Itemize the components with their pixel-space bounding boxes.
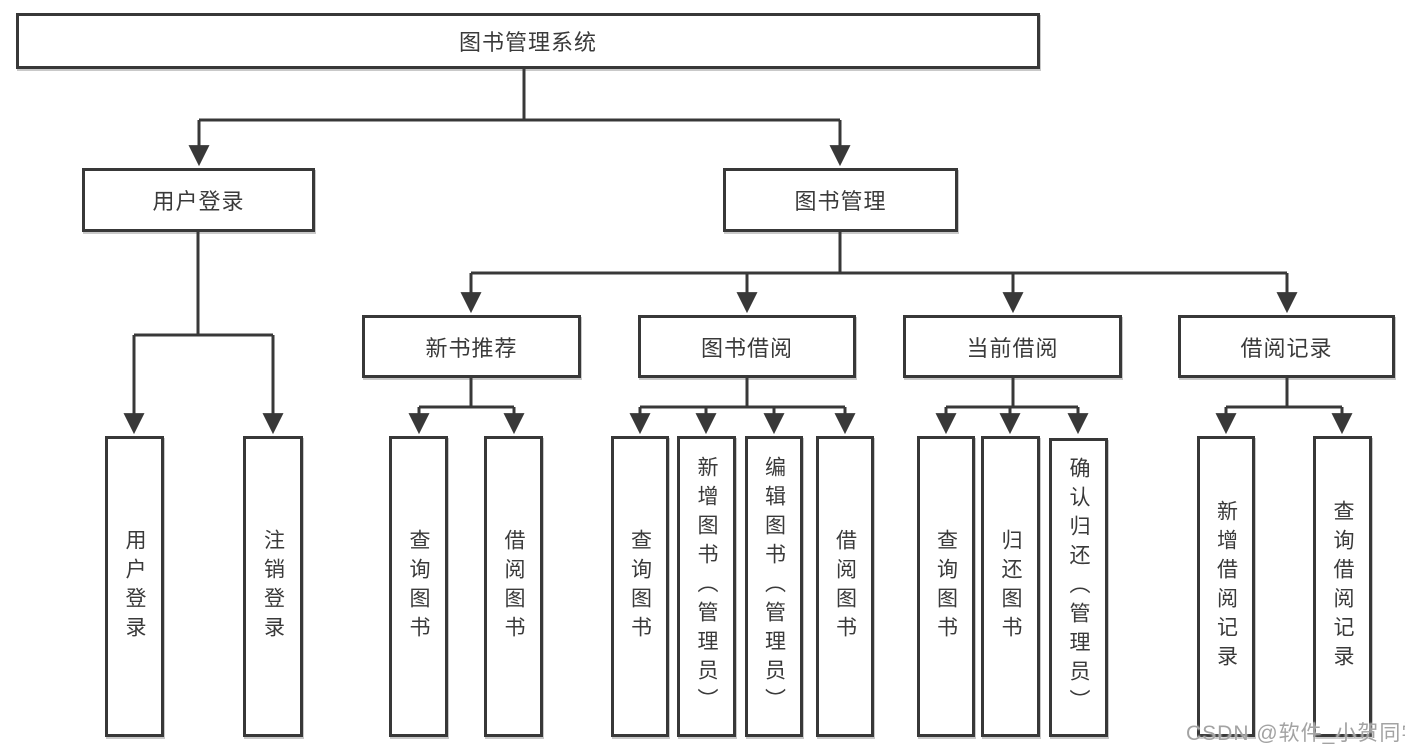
node-login-user-login-label: 用户登录 bbox=[123, 528, 146, 645]
node-br-add-record: 新增借阅记录 bbox=[1197, 436, 1255, 737]
node-user-login-branch-label: 用户登录 bbox=[152, 189, 245, 214]
node-bb-add-book-admin: 新增图书（管理员） bbox=[677, 436, 736, 737]
node-root-system-label: 图书管理系统 bbox=[458, 30, 597, 55]
csdn-watermark: CSDN @软件_小贺同学 bbox=[1186, 722, 1405, 745]
node-rec-query-book-label: 查询图书 bbox=[407, 528, 430, 645]
node-br-query-record: 查询借阅记录 bbox=[1313, 436, 1372, 737]
node-borrow-records: 借阅记录 bbox=[1178, 315, 1395, 378]
node-book-management-label: 图书管理 bbox=[794, 189, 887, 214]
node-cb-query-book-label: 查询图书 bbox=[934, 528, 958, 645]
node-new-book-recommend-label: 新书推荐 bbox=[425, 335, 518, 361]
node-book-management: 图书管理 bbox=[723, 168, 958, 232]
node-bb-borrow-book: 借阅图书 bbox=[816, 436, 874, 737]
node-login-logout: 注销登录 bbox=[243, 436, 303, 737]
node-cb-confirm-return-admin: 确认归还（管理员） bbox=[1049, 438, 1108, 737]
node-rec-query-book: 查询图书 bbox=[389, 436, 448, 737]
node-cb-return-book: 归还图书 bbox=[981, 436, 1040, 737]
node-bb-edit-book-admin: 编辑图书（管理员） bbox=[745, 436, 803, 737]
node-borrow-records-label: 借阅记录 bbox=[1240, 335, 1333, 361]
node-current-borrow: 当前借阅 bbox=[903, 315, 1122, 378]
node-cb-return-book-label: 归还图书 bbox=[999, 528, 1022, 645]
node-user-login-branch: 用户登录 bbox=[82, 168, 315, 232]
node-current-borrow-label: 当前借阅 bbox=[966, 335, 1059, 361]
node-bb-edit-book-admin-label: 编辑图书（管理员） bbox=[762, 456, 786, 717]
node-book-borrow: 图书借阅 bbox=[638, 315, 856, 378]
node-root-system: 图书管理系统 bbox=[16, 13, 1040, 69]
node-book-borrow-label: 图书借阅 bbox=[700, 335, 793, 361]
node-bb-query-book: 查询图书 bbox=[611, 436, 669, 737]
node-bb-add-book-admin-label: 新增图书（管理员） bbox=[695, 456, 718, 717]
node-bb-borrow-book-label: 借阅图书 bbox=[833, 528, 857, 645]
node-br-query-record-label: 查询借阅记录 bbox=[1331, 499, 1354, 674]
node-login-logout-label: 注销登录 bbox=[261, 528, 285, 645]
node-new-book-recommend: 新书推荐 bbox=[362, 315, 581, 378]
node-cb-confirm-return-admin-label: 确认归还（管理员） bbox=[1067, 457, 1090, 718]
node-rec-borrow-book: 借阅图书 bbox=[484, 436, 543, 737]
node-login-user-login: 用户登录 bbox=[105, 436, 164, 737]
node-bb-query-book-label: 查询图书 bbox=[628, 528, 652, 645]
node-cb-query-book: 查询图书 bbox=[917, 436, 975, 737]
node-rec-borrow-book-label: 借阅图书 bbox=[502, 528, 525, 645]
node-br-add-record-label: 新增借阅记录 bbox=[1214, 499, 1238, 674]
